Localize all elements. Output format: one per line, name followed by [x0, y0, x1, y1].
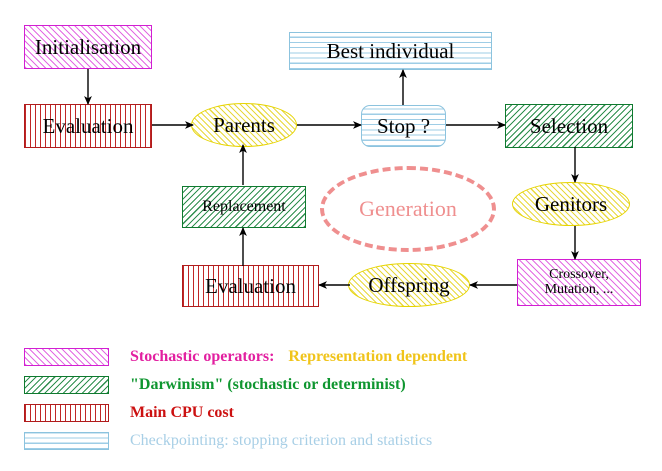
- node-crossover-mutation[interactable]: Crossover, Mutation, ...: [517, 259, 641, 306]
- node-initialisation[interactable]: Initialisation: [24, 25, 152, 69]
- node-parents[interactable]: Parents: [191, 103, 297, 147]
- legend-row-stochastic: Stochastic operators: Representation dep…: [24, 344, 644, 370]
- legend-label-checkpointing: Checkpointing: stopping criterion and st…: [130, 432, 433, 449]
- node-offspring[interactable]: Offspring: [348, 263, 470, 307]
- node-parents-label: Parents: [213, 112, 275, 137]
- node-genitors[interactable]: Genitors: [512, 182, 630, 226]
- node-best-individual[interactable]: Best individual: [289, 32, 492, 70]
- legend-swatch-main-cpu-cost: [24, 404, 109, 422]
- node-stop[interactable]: Stop ?: [361, 105, 446, 147]
- node-genitors-label: Genitors: [534, 191, 608, 216]
- node-evaluation-top[interactable]: Evaluation: [24, 104, 152, 148]
- legend-label-main-cpu-cost: Main CPU cost: [130, 404, 234, 421]
- legend-label-stochastic-operators: Stochastic operators:: [130, 348, 275, 365]
- legend-row-cpu-cost: Main CPU cost: [24, 400, 644, 426]
- node-crossover-mutation-label: Crossover, Mutation, ...: [544, 266, 614, 297]
- node-replacement[interactable]: Replacement: [182, 186, 306, 228]
- node-evaluation-top-label: Evaluation: [42, 113, 134, 138]
- node-stop-label: Stop ?: [376, 113, 431, 138]
- legend-swatch-stochastic-operators: [24, 348, 109, 366]
- node-generation: Generation: [320, 166, 496, 252]
- node-best-individual-label: Best individual: [326, 38, 455, 63]
- node-replacement-label: Replacement: [202, 197, 286, 215]
- legend-label-darwinism: "Darwinism" (stochastic or determinist): [130, 376, 406, 393]
- node-evaluation-bottom-label: Evaluation: [205, 273, 296, 298]
- legend-label-representation-dependent: Representation dependent: [288, 348, 468, 365]
- legend-swatch-checkpointing: [24, 432, 109, 450]
- node-evaluation-bottom[interactable]: Evaluation: [182, 265, 319, 307]
- legend-row-darwinism: "Darwinism" (stochastic or determinist): [24, 372, 644, 398]
- node-offspring-label: Offspring: [368, 272, 450, 297]
- legend-swatch-darwinism: [24, 376, 109, 394]
- node-selection-label: Selection: [529, 113, 609, 138]
- legend-row-checkpointing: Checkpointing: stopping criterion and st…: [24, 428, 644, 454]
- legend: Stochastic operators: Representation dep…: [24, 344, 644, 456]
- node-selection[interactable]: Selection: [505, 104, 633, 148]
- node-generation-label: Generation: [359, 196, 457, 221]
- node-initialisation-label: Initialisation: [34, 34, 142, 59]
